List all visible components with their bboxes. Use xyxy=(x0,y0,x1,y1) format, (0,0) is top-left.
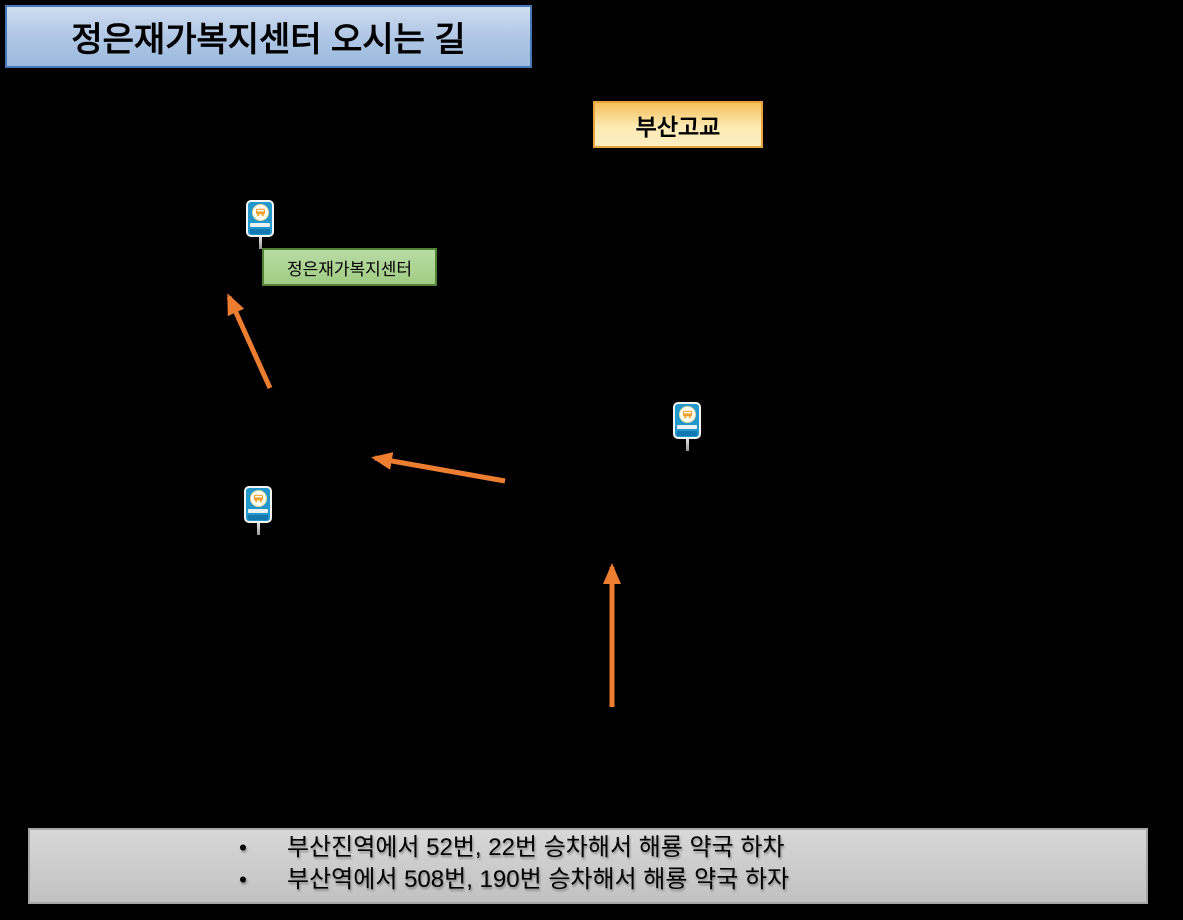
bus-stop-sign-icon xyxy=(244,486,272,523)
bullet-icon: • xyxy=(239,867,247,892)
direction-line-2-text: 부산역에서 508번, 190번 승차해서 해룡 약국 하자 xyxy=(287,866,790,893)
bus-stop-icon xyxy=(246,200,274,249)
orange-route-arrow xyxy=(226,293,273,390)
bus-stop-sign-icon xyxy=(246,200,274,237)
bus-stop-icon xyxy=(244,486,272,535)
bus-stop-pole xyxy=(685,439,689,451)
label-welfare-center-text: 정은재가복지센터 xyxy=(286,259,413,279)
bullet-icon: • xyxy=(239,835,247,860)
bus-stop-sign-icon xyxy=(673,402,701,439)
page-title: 정은재가복지센터 오시는 길 xyxy=(5,5,532,68)
bus-icon xyxy=(249,490,267,507)
direction-line-1-text: 부산진역에서 52번, 22번 승차해서 해룡 약국 하차 xyxy=(287,834,785,861)
bus-stop-sign-text-band xyxy=(250,223,270,227)
bus-stop-sign-bottom-band xyxy=(250,229,270,234)
bus-stop-sign-text-band xyxy=(677,425,697,429)
bus-stop-pole xyxy=(256,523,260,535)
bus-stop-sign-text-band xyxy=(248,509,268,513)
direction-line-1: • 부산진역에서 52번, 22번 승차해서 해룡 약국 하차 xyxy=(30,832,1146,864)
bus-stop-pole xyxy=(258,237,262,249)
label-busan-high-school: 부산고교 xyxy=(593,101,763,148)
bus-stop-sign-bottom-band xyxy=(248,515,268,520)
bus-icon xyxy=(251,204,269,221)
direction-line-2: • 부산역에서 508번, 190번 승차해서 해룡 약국 하자 xyxy=(30,864,1146,896)
bus-stop-sign-bottom-band xyxy=(677,431,697,436)
bus-icon xyxy=(678,406,696,423)
bus-directions-panel: • 부산진역에서 52번, 22번 승차해서 해룡 약국 하차 • 부산역에서 50… xyxy=(28,828,1148,904)
page-title-text: 정은재가복지센터 오시는 길 xyxy=(71,21,466,59)
bus-stop-icon xyxy=(673,402,701,451)
label-welfare-center: 정은재가복지센터 xyxy=(262,248,437,286)
label-busan-high-school-text: 부산고교 xyxy=(635,113,721,140)
orange-route-arrow xyxy=(371,452,506,484)
